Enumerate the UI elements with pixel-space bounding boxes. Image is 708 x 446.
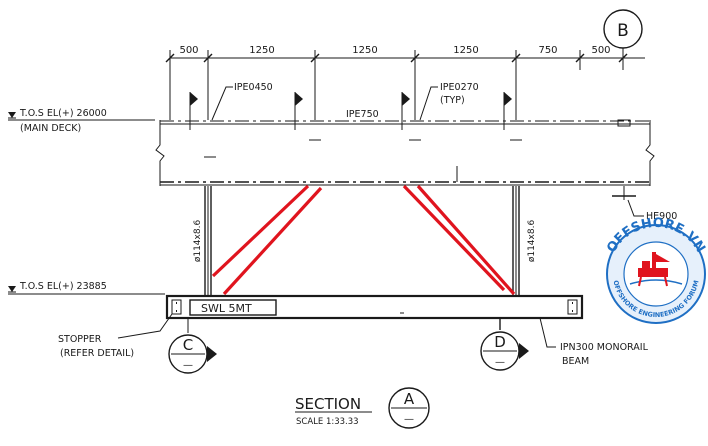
- section-mark-label: A: [404, 390, 415, 408]
- grid-d-dash: —: [495, 357, 505, 368]
- grid-c-dash: —: [183, 360, 193, 371]
- dim-1: 500: [179, 45, 198, 56]
- brace-right: [402, 184, 516, 296]
- level-marker-lower: T.O.S EL(+) 23885: [8, 281, 165, 295]
- dim-2: 1250: [249, 45, 274, 56]
- label-ipe450: IPE0450: [234, 82, 273, 93]
- level-upper-sub: (MAIN DECK): [20, 123, 81, 134]
- section-flags: [189, 92, 512, 130]
- grid-bubble-d: D —: [480, 331, 529, 371]
- level-marker-upper: T.O.S EL(+) 26000 (MAIN DECK): [8, 108, 155, 134]
- dimension-chain: 500 1250 1250 1250 750 500: [165, 45, 645, 120]
- swl-label: SWL 5MT: [201, 302, 252, 315]
- label-he900: HE900: [646, 211, 677, 222]
- stopper-right: [567, 299, 578, 315]
- grid-bubble-c: C —: [168, 318, 217, 374]
- hanger-post-left: ø114x8.6: [193, 186, 212, 296]
- platform-icon: [629, 252, 683, 287]
- swl-tag: [189, 299, 277, 316]
- monorail-callout: IPN300 MONORAIL BEAM: [539, 317, 649, 367]
- grid-b-label: B: [617, 21, 629, 41]
- section-title: SECTION: [295, 395, 361, 413]
- stopper-left: [171, 299, 182, 315]
- section-mark-dash: —: [404, 414, 414, 425]
- offshore-vn-watermark: OFFSHORE.VN OFFSHORE ENGINEERING FORUM: [604, 216, 708, 324]
- label-post-left: ø114x8.6: [193, 220, 203, 263]
- main-deck-beam: [155, 119, 655, 200]
- label-typ: (TYP): [440, 95, 465, 106]
- dim-6: 500: [591, 45, 610, 56]
- level-lower-label: T.O.S EL(+) 23885: [19, 281, 107, 292]
- grid-c-label: C: [183, 336, 193, 354]
- brace-left: [211, 184, 323, 296]
- monorail-line-2: BEAM: [562, 356, 589, 367]
- level-upper-label: T.O.S EL(+) 26000: [19, 108, 107, 119]
- member-labels: IPE0450 IPE0270 (TYP) IPE750 HE900: [211, 82, 677, 222]
- stopper-line-1: STOPPER: [58, 334, 102, 345]
- hanger-post-right: ø114x8.6: [512, 186, 537, 296]
- stopper-callout: STOPPER (REFER DETAIL): [58, 313, 173, 359]
- label-ipe270: IPE0270: [440, 82, 479, 93]
- grid-d-label: D: [494, 333, 506, 351]
- section-scale: SCALE 1:33.33: [296, 417, 359, 427]
- monorail-line-1: IPN300 MONORAIL: [560, 342, 649, 353]
- monorail-beam: SWL 5MT: [165, 294, 584, 330]
- stopper-line-2: (REFER DETAIL): [60, 348, 134, 359]
- label-ipe750: IPE750: [346, 109, 379, 120]
- section-title-block: SECTION SCALE 1:33.33 A —: [295, 387, 430, 429]
- label-post-right: ø114x8.6: [527, 220, 537, 263]
- dim-5: 750: [538, 45, 557, 56]
- dim-4: 1250: [453, 45, 478, 56]
- dim-3: 1250: [352, 45, 377, 56]
